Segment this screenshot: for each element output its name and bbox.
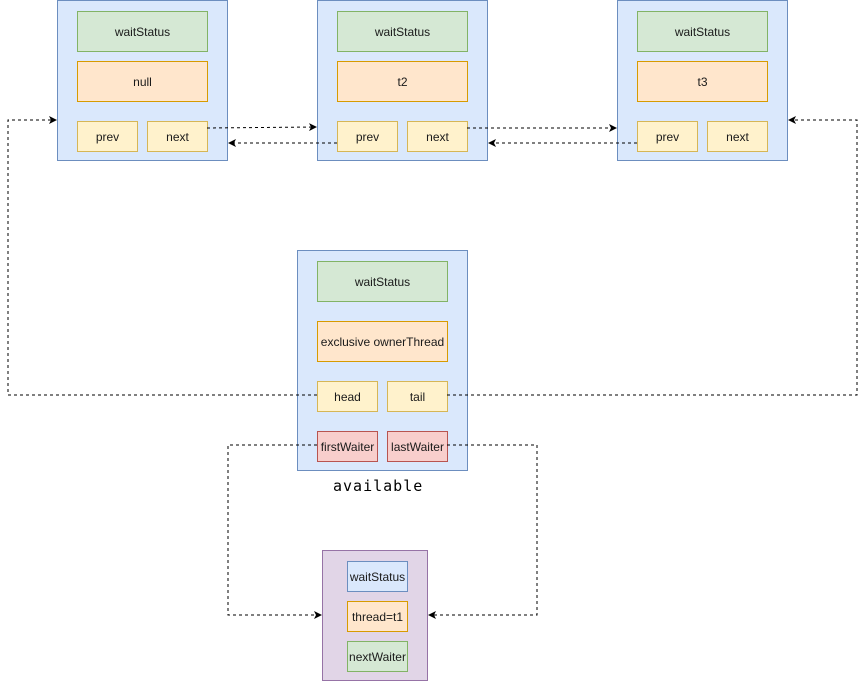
queue-node-t3: waitStatus t3 prev next — [617, 0, 788, 161]
thread-field: t3 — [637, 61, 768, 102]
thread-field: thread=t1 — [347, 601, 408, 632]
sync-node: waitStatus exclusive ownerThread head ta… — [297, 250, 468, 471]
head-edge — [7, 116, 317, 396]
wait-status-field: waitStatus — [337, 11, 468, 52]
tail-edge — [447, 116, 858, 396]
next-field: next — [407, 121, 468, 152]
first-waiter-field: firstWaiter — [317, 431, 378, 462]
last-waiter-field: lastWaiter — [387, 431, 448, 462]
wait-status-field: waitStatus — [317, 261, 448, 302]
thread-field: null — [77, 61, 208, 102]
wait-status-field: waitStatus — [347, 561, 408, 592]
queue-node-t2: waitStatus t2 prev next — [317, 0, 488, 161]
queue-node-head: waitStatus null prev next — [57, 0, 228, 161]
owner-thread-field: exclusive ownerThread — [317, 321, 448, 362]
prev-field: prev — [77, 121, 138, 152]
next-waiter-field: nextWaiter — [347, 641, 408, 672]
wait-status-field: waitStatus — [637, 11, 768, 52]
head-field: head — [317, 381, 378, 412]
next-field: next — [147, 121, 208, 152]
condition-waiter-node: waitStatus thread=t1 nextWaiter — [322, 550, 428, 681]
prev-field: prev — [637, 121, 698, 152]
tail-field: tail — [387, 381, 448, 412]
wait-status-field: waitStatus — [77, 11, 208, 52]
sync-node-caption: available — [333, 477, 424, 495]
thread-field: t2 — [337, 61, 468, 102]
next-field: next — [707, 121, 768, 152]
prev-field: prev — [337, 121, 398, 152]
